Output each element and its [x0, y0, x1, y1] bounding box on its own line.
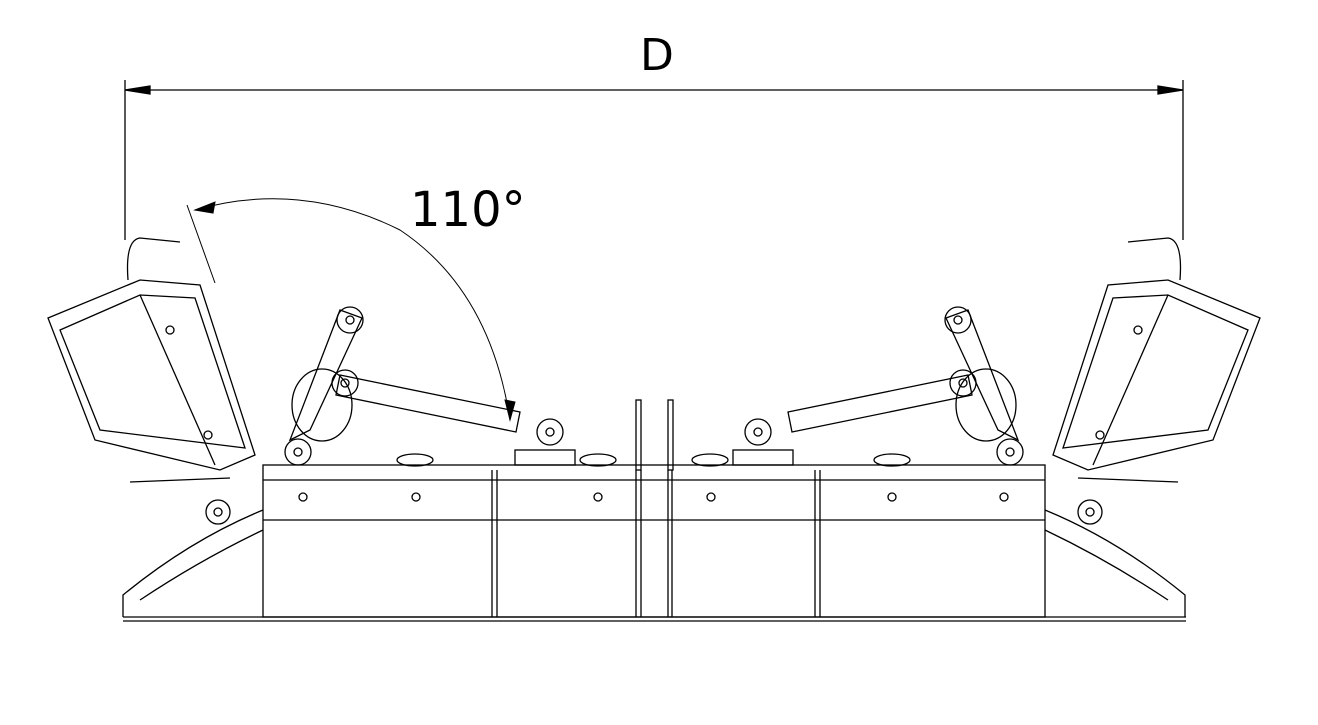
bolt [203, 430, 213, 440]
pivot [753, 427, 763, 437]
pivot [949, 369, 977, 397]
pivot [958, 378, 968, 388]
lever-arm [787, 374, 973, 433]
pivot [1077, 499, 1103, 525]
pivot [953, 315, 963, 325]
base-frame [123, 399, 1186, 622]
right-wing-roller [732, 237, 1261, 617]
post [667, 399, 674, 471]
hook [126, 237, 181, 281]
pivot [996, 438, 1024, 466]
left-wing-roller [47, 237, 576, 617]
box-edge [1092, 294, 1169, 466]
roller-box-inner [59, 294, 246, 449]
pivot [331, 369, 359, 397]
wing-plate [139, 529, 264, 601]
side-roller [955, 368, 1017, 442]
bolt [411, 492, 421, 502]
pivot [744, 418, 772, 446]
roller-box [1052, 279, 1261, 471]
link-arm [945, 309, 1020, 442]
bolt [1095, 430, 1105, 440]
pivot [1085, 507, 1095, 517]
pivot [340, 378, 350, 388]
post [635, 399, 642, 471]
center-body [262, 464, 1046, 618]
dimension-d [124, 80, 1184, 240]
bolt [999, 492, 1009, 502]
bolt [593, 492, 603, 502]
pivot [284, 438, 312, 466]
bolt [1133, 325, 1143, 335]
box-edge [139, 294, 216, 466]
wing-plate [1044, 509, 1186, 617]
bolt [887, 492, 897, 502]
guide [129, 477, 231, 483]
bracket [732, 449, 794, 466]
lever-arm [335, 374, 521, 433]
angle-dimension [186, 198, 516, 422]
pivot [213, 507, 223, 517]
dimension-label: D [640, 30, 674, 81]
roller [396, 453, 434, 467]
bolt [165, 325, 175, 335]
roller-box-inner [1062, 294, 1249, 449]
pivot [944, 306, 972, 334]
hook [1127, 237, 1182, 281]
pivot [336, 306, 364, 334]
link-arm [288, 309, 363, 442]
roller [691, 453, 729, 467]
pivot [536, 418, 564, 446]
arrow-left-icon [124, 85, 151, 95]
roller [579, 453, 617, 467]
wing-plate [1044, 529, 1169, 601]
bolt [298, 492, 308, 502]
pivot [545, 427, 555, 437]
angle-label: 110° [410, 182, 526, 238]
pivot [1005, 447, 1015, 457]
bolt [706, 492, 716, 502]
pivot [205, 499, 231, 525]
bracket [514, 449, 576, 466]
wing-plate [122, 509, 264, 617]
side-roller [291, 368, 353, 442]
roller-box [47, 279, 256, 471]
pivot [345, 315, 355, 325]
guide [1077, 477, 1179, 483]
roller [873, 453, 911, 467]
arrow-right-icon [1157, 85, 1184, 95]
pivot [293, 447, 303, 457]
